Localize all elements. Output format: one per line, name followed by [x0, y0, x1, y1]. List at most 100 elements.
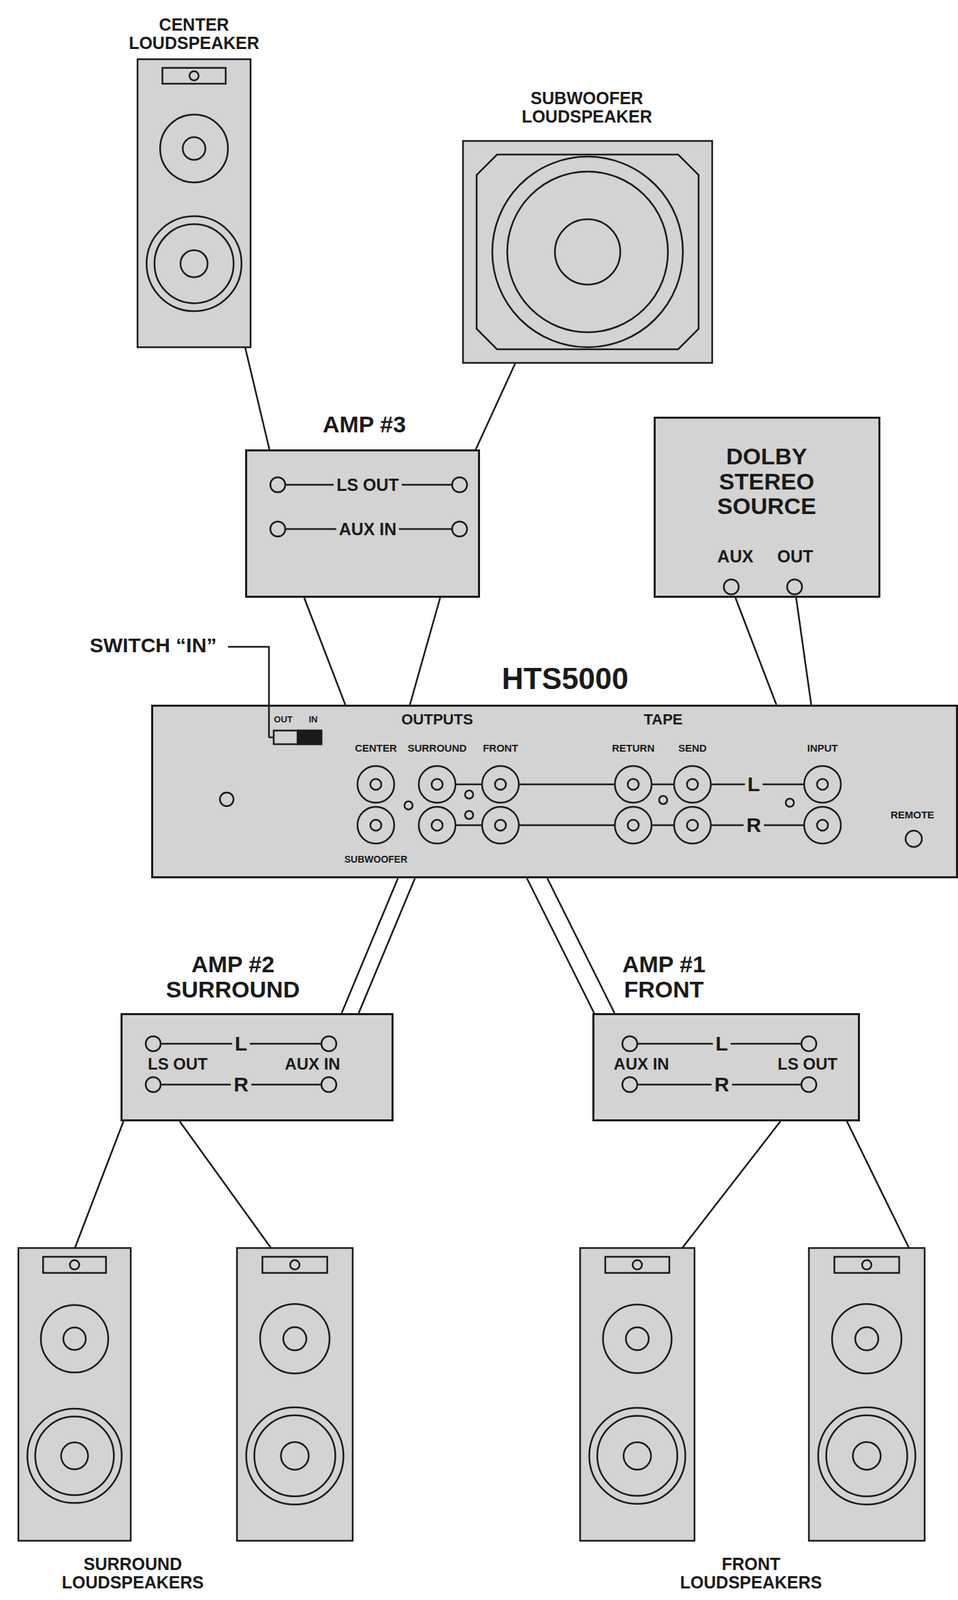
- dust-cap: [182, 137, 205, 161]
- midrange-driver: [832, 1303, 902, 1374]
- dust-cap: [63, 1327, 86, 1351]
- jack: [270, 521, 286, 537]
- amplifier-box: AMP #2 SURROUNDLLS OUTAUX INR: [120, 1013, 394, 1122]
- signal-cable: [795, 597, 811, 705]
- jack: [801, 1077, 817, 1093]
- loudspeaker-drawing: [137, 59, 251, 348]
- tweeter: [290, 1260, 300, 1270]
- signal-cable: [304, 597, 346, 705]
- jack: [357, 806, 395, 844]
- jack-pin: [817, 819, 828, 831]
- jack: [452, 521, 468, 537]
- jack: [357, 765, 395, 803]
- jack: [674, 806, 711, 844]
- node-label: FRONT LOUDSPEAKERS: [648, 1555, 854, 1592]
- jack: [614, 765, 652, 803]
- tweeter: [189, 71, 199, 82]
- node-label: IN: [309, 714, 318, 725]
- midrange-driver: [160, 114, 229, 183]
- node-label: REMOTE: [890, 809, 935, 821]
- node-label: SUBWOOFER LOUDSPEAKER: [498, 89, 676, 126]
- tweeter-plate: [834, 1256, 899, 1274]
- subwoofer-loudspeaker: SUBWOOFER LOUDSPEAKER: [462, 140, 713, 363]
- jack-pin: [687, 778, 698, 790]
- jack: [614, 806, 652, 844]
- node-label: CENTER LOUDSPEAKER: [112, 15, 276, 53]
- knob: [465, 810, 474, 820]
- jack: [804, 765, 841, 803]
- amplifier-box: AMP #1 FRONTLAUX INLS OUTR: [592, 1013, 860, 1122]
- node-art: [137, 59, 251, 348]
- jack: [145, 1077, 161, 1093]
- jack: [482, 765, 519, 803]
- node-label: AUX: [717, 547, 754, 566]
- signal-cable: [547, 878, 615, 1014]
- tweeter-plate: [262, 1256, 327, 1274]
- tweeter-plate: [42, 1256, 106, 1274]
- tweeter: [632, 1260, 643, 1270]
- wire: [268, 704, 271, 738]
- dust-cap: [554, 219, 621, 285]
- node-label: R: [743, 814, 764, 837]
- jack: [674, 765, 711, 803]
- jack: [418, 765, 456, 803]
- signal-cable: [847, 1121, 909, 1249]
- jack-pin: [370, 778, 382, 790]
- signal-cable: [475, 362, 516, 450]
- tweeter-plate: [162, 68, 227, 84]
- knob: [404, 801, 413, 810]
- dust-cap: [853, 1442, 882, 1471]
- jack-pin: [431, 819, 443, 831]
- node-label: L: [712, 1032, 731, 1055]
- switch-part: [273, 730, 322, 745]
- jack-pin: [495, 778, 506, 790]
- midrange-driver: [603, 1304, 673, 1374]
- loudspeaker-drawing: [808, 1248, 925, 1541]
- cabinet: [808, 1248, 925, 1541]
- node-label: HTS5000: [501, 662, 629, 696]
- node-label: FRONT: [482, 742, 519, 754]
- signal-cable: [682, 1121, 781, 1249]
- node-label: SUBWOOFER: [344, 854, 408, 865]
- knob: [219, 792, 234, 807]
- node-label: R: [230, 1073, 252, 1096]
- node-label: AMP #2 SURROUND: [151, 951, 315, 1002]
- knob: [785, 798, 794, 807]
- dust-cap: [625, 1327, 649, 1351]
- tweeter-plate: [605, 1256, 670, 1274]
- dust-cap: [623, 1442, 651, 1470]
- jack: [452, 477, 468, 493]
- node-label: AMP #3: [322, 411, 406, 438]
- tweeter: [861, 1260, 872, 1270]
- node-label: RETURN: [612, 742, 656, 754]
- cabinet: [18, 1248, 131, 1541]
- node-label: L: [744, 773, 763, 796]
- midrange-driver: [260, 1303, 330, 1374]
- jack: [321, 1036, 337, 1052]
- woofer-driver: [492, 156, 683, 348]
- baffle: [476, 154, 699, 350]
- leader-line: [228, 646, 269, 706]
- jack-pin: [687, 819, 698, 831]
- jack: [622, 1077, 638, 1093]
- dust-cap: [180, 249, 208, 278]
- cabinet: [137, 59, 251, 348]
- node-label: AUX IN: [284, 1055, 340, 1074]
- node-art: [13, 1248, 361, 1597]
- signal-cable: [735, 597, 777, 705]
- signal-cable: [245, 347, 270, 450]
- jack-pin: [495, 819, 506, 831]
- jack-pin: [431, 778, 443, 790]
- node-art: [151, 704, 958, 879]
- amplifier-box: AMP #3LS OUTAUX IN: [245, 449, 481, 598]
- loudspeaker-drawing: [18, 1248, 131, 1541]
- signal-cable: [527, 878, 595, 1014]
- node-label: OUT: [273, 714, 293, 725]
- node-label: R: [711, 1073, 732, 1096]
- signal-cable: [179, 1121, 271, 1249]
- woofer-driver: [146, 216, 242, 312]
- node-label: SEND: [678, 742, 707, 754]
- jack-pin: [627, 819, 639, 831]
- signal-cable: [341, 878, 399, 1014]
